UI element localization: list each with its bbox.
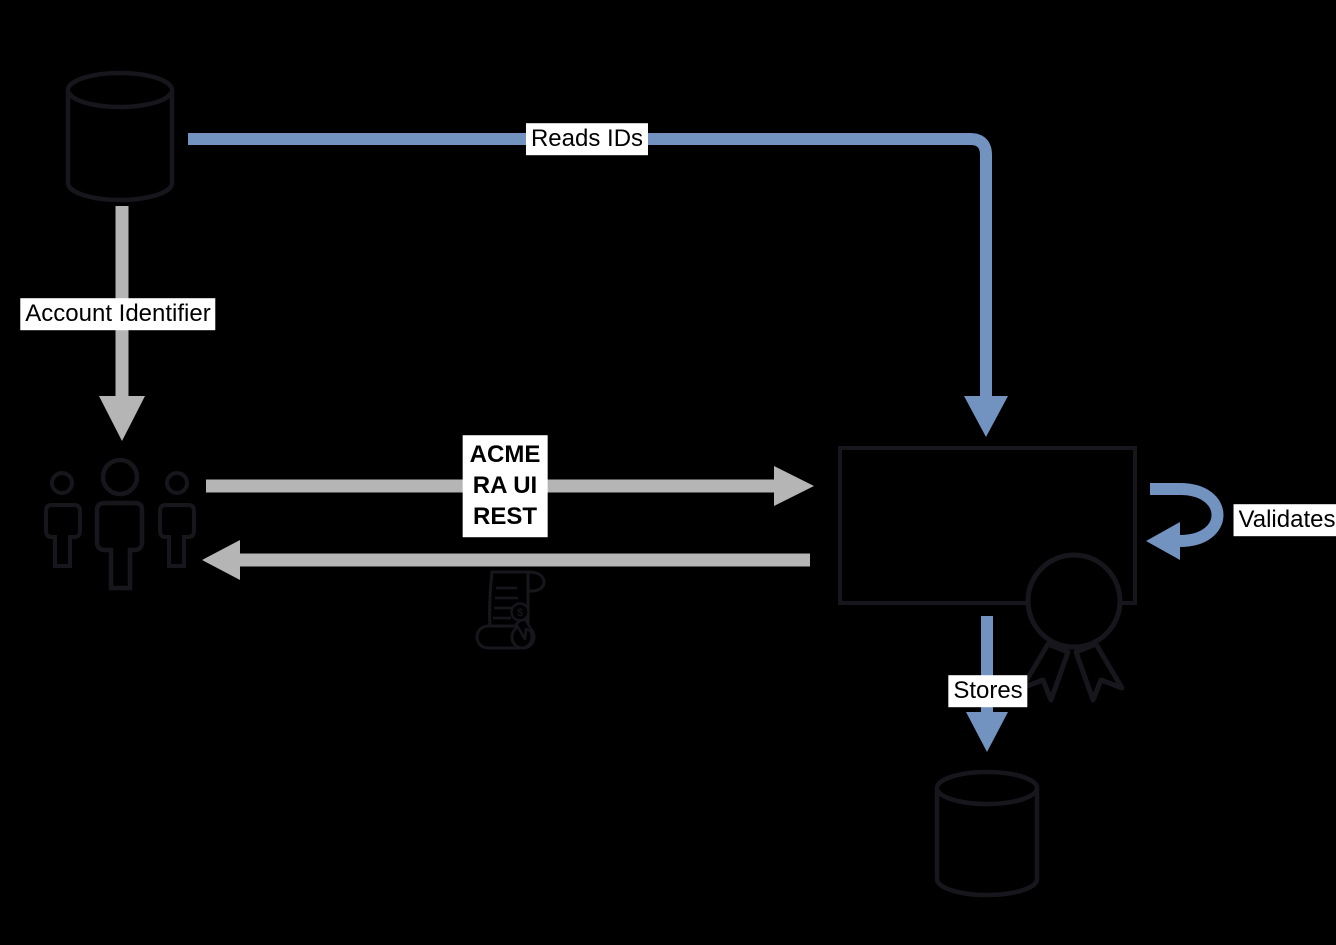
label-validates: Validates (1233, 504, 1336, 536)
people-group-icon (44, 457, 196, 591)
source-database-icon (65, 70, 175, 203)
label-account-identifier: Account Identifier (20, 298, 216, 330)
response-arrow (202, 540, 810, 580)
reads-ids-arrow (188, 133, 1008, 437)
label-acme-line3: REST (472, 503, 538, 531)
validates-loop-arrow (1146, 483, 1224, 560)
target-database-icon (934, 769, 1040, 898)
dollar-sign-glyph: $ (517, 607, 523, 619)
scroll-certificate-icon: $ (475, 570, 546, 650)
label-acme-line2: RA UI (472, 472, 538, 500)
label-acme-ra-ui-rest: ACME RA UI REST (462, 435, 548, 537)
label-reads-ids: Reads IDs (525, 123, 649, 155)
award-ribbon-icon (1019, 552, 1125, 703)
label-acme-line1: ACME (469, 441, 541, 469)
label-stores: Stores (948, 675, 1028, 707)
